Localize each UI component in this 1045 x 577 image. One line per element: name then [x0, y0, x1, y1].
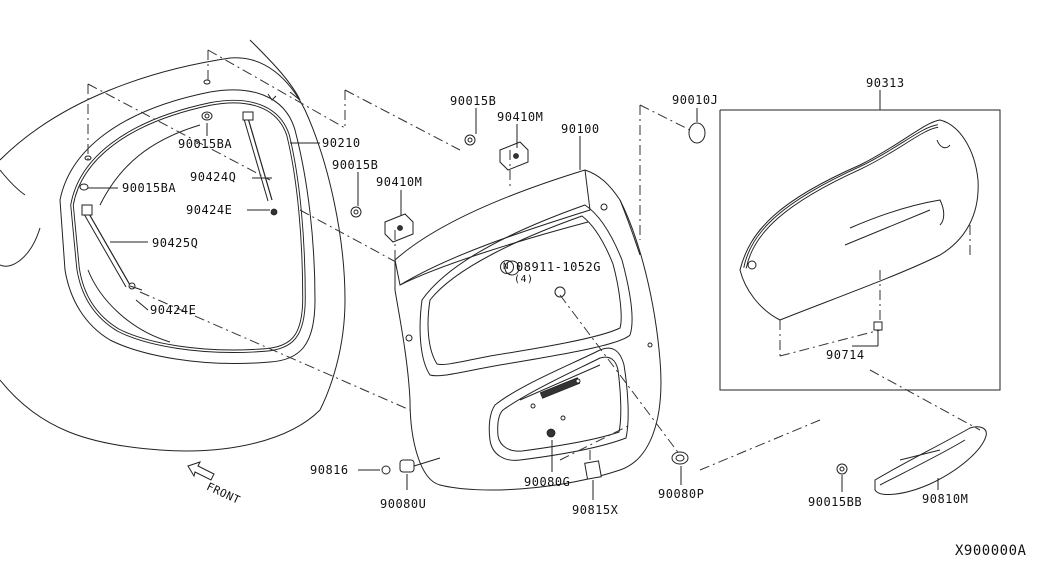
spoiler-box	[719, 109, 1001, 391]
n-symbol-circle	[500, 260, 514, 274]
label-08911-qty: (4)	[514, 274, 534, 285]
label-90815X: 90815X	[572, 503, 619, 517]
label-90410M-upper: 90410M	[497, 110, 544, 124]
label-90424E-lower: 90424E	[150, 303, 197, 317]
label-90810M: 90810M	[922, 492, 969, 506]
label-90080G: 90080G	[524, 475, 571, 489]
label-08911-1052G: 08911-1052G	[516, 260, 601, 274]
label-90015BB: 90015BB	[808, 495, 863, 509]
label-90410M-lower: 90410M	[376, 175, 423, 189]
leader-lines	[88, 90, 939, 500]
label-90816: 90816	[310, 463, 349, 477]
label-90714: 90714	[826, 348, 865, 362]
label-90015BA-side: 90015BA	[122, 181, 177, 195]
diagram-code: X900000A	[955, 543, 1027, 559]
label-90015BA-top: 90015BA	[178, 137, 233, 151]
label-90424Q: 90424Q	[190, 170, 237, 184]
label-90015B-lower: 90015B	[332, 158, 379, 172]
label-90015B-upper: 90015B	[450, 94, 497, 108]
label-90210: 90210	[322, 136, 361, 150]
reference-lines	[87, 49, 821, 471]
vehicle-body-outline	[0, 39, 346, 452]
small-parts	[350, 122, 848, 480]
label-90010J: 90010J	[672, 93, 719, 107]
label-90080P: 90080P	[658, 487, 705, 501]
label-n-symbol: N	[503, 262, 509, 272]
label-90100: 90100	[561, 122, 600, 136]
lower-garnish	[869, 369, 987, 496]
back-door-panel	[394, 169, 662, 491]
label-90424E-upper: 90424E	[186, 203, 233, 217]
front-arrow-icon	[187, 461, 215, 481]
label-90313: 90313	[866, 76, 905, 90]
label-90425Q: 90425Q	[152, 236, 199, 250]
label-90080U: 90080U	[380, 497, 427, 511]
